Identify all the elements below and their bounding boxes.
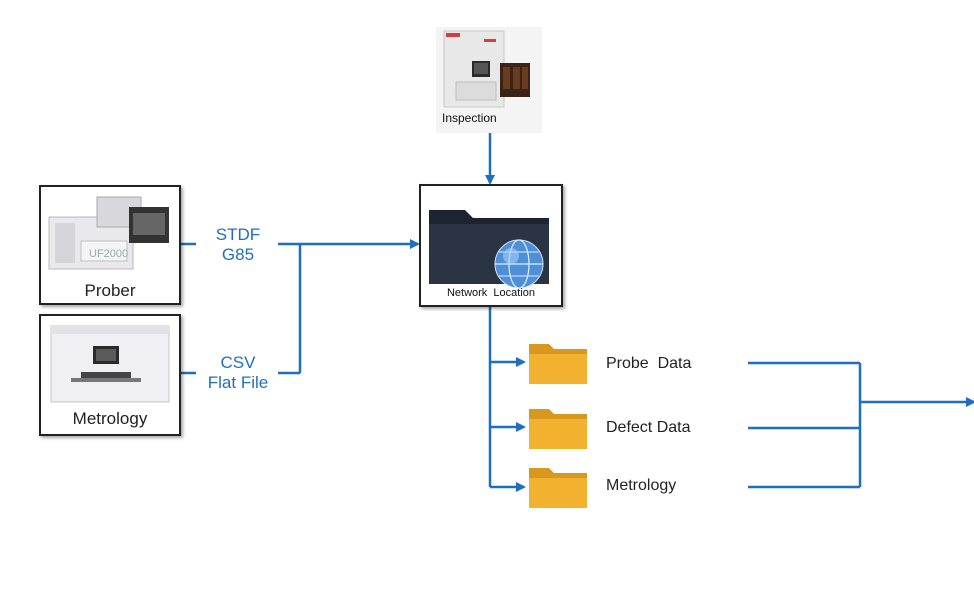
folder-label-metrology: Metrology xyxy=(606,477,677,494)
inspection-node: Inspection xyxy=(436,27,542,133)
folder-label-defect-data: Defect Data xyxy=(606,419,691,436)
stdf-line: STDF xyxy=(215,225,261,244)
csv-label: CSV Flat File xyxy=(196,353,280,393)
network-location-node: Network Location xyxy=(419,184,563,307)
network-location-label: Network Location xyxy=(446,287,536,299)
folder-label-probe-data: Probe Data xyxy=(606,355,692,372)
network-folder-globe-icon xyxy=(429,210,549,289)
metrology-tool-label: Metrology xyxy=(72,409,148,428)
flat-file-line: Flat File xyxy=(207,373,269,392)
inspection-machine-icon xyxy=(443,30,530,108)
svg-text:UF2000: UF2000 xyxy=(89,248,128,260)
stdf-label: STDF G85 xyxy=(198,225,278,265)
inspection-label: Inspection xyxy=(442,111,497,125)
metrology-machine-icon xyxy=(50,325,170,403)
folder-icon xyxy=(529,409,587,449)
folder-metrology xyxy=(527,462,589,510)
csv-line: CSV xyxy=(220,353,256,372)
metrology-tool-node: Metrology xyxy=(39,314,181,436)
g85-line: G85 xyxy=(221,245,255,264)
folder-defect-data xyxy=(527,403,589,451)
prober-label: Prober xyxy=(84,281,136,300)
prober-machine-icon: UF2000 xyxy=(48,196,169,270)
prober-node: UF2000 Prober xyxy=(39,185,181,305)
folder-probe-data xyxy=(527,338,589,386)
folder-icon xyxy=(529,468,587,508)
folder-icon xyxy=(529,344,587,384)
